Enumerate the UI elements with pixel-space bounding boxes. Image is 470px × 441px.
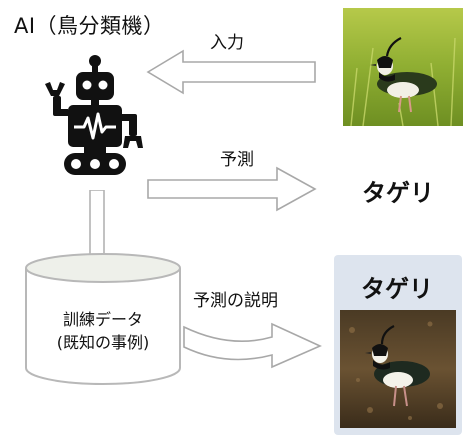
input-arrow [146, 49, 316, 95]
input-label: 入力 [210, 33, 244, 53]
training-data-cylinder [25, 253, 181, 385]
example-bird-photo [340, 310, 456, 428]
diagram-title: AI（鳥分類機） [14, 14, 165, 38]
robot-icon [45, 55, 143, 175]
training-data-line1: 訓練データ [62, 310, 143, 329]
explanation-label: 予測の説明 [193, 291, 278, 311]
prediction-arrow [147, 166, 317, 212]
training-data-line2: (既知の事例) [56, 333, 150, 353]
input-bird-photo [343, 8, 463, 126]
prediction-result: タゲリ [362, 179, 434, 207]
prediction-label: 予測 [220, 150, 254, 170]
explanation-card-label: タゲリ [361, 275, 433, 303]
explanation-card: タゲリ [334, 255, 462, 435]
robot-database-connector [89, 190, 105, 260]
explanation-arrow [183, 322, 322, 369]
training-data-label: 訓練データ (既知の事例) [26, 308, 180, 354]
